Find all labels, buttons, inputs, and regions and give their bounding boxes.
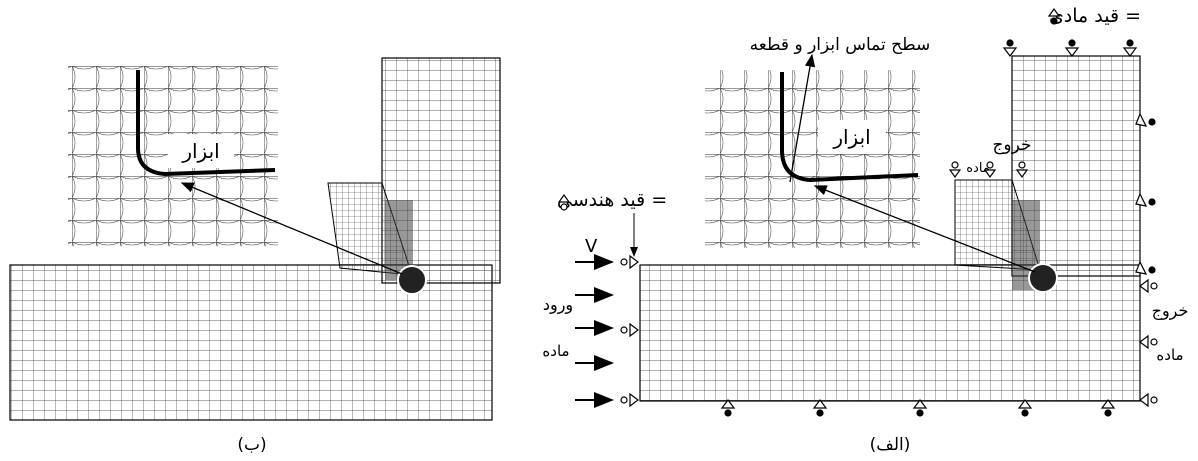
- outflow-right-label-2: ماده: [1156, 346, 1183, 364]
- figure-be: ابزار (ب): [9, 57, 501, 455]
- caption-be: (ب): [237, 435, 266, 455]
- inflow-label-1: ورود: [543, 295, 573, 315]
- zoom-inset: [705, 70, 920, 248]
- caption-alef: (الف): [870, 435, 911, 455]
- inset-pointer: [813, 185, 1036, 273]
- inflow-arrows: [575, 254, 614, 408]
- outflow-top-label-1: خروج: [992, 135, 1031, 155]
- outflow-top-label-2: ماده: [966, 161, 990, 176]
- tool-edge-be: [136, 70, 276, 177]
- constraint-symbols: [557, 7, 1158, 417]
- contact-surface-label: سطح تماس ابزار و قطعه: [750, 35, 931, 55]
- contact-zone-circle: [1028, 263, 1058, 293]
- outflow-right-label-1: خروج: [1152, 301, 1189, 321]
- contact-pointer: [789, 53, 816, 183]
- geometric-constraint-label: قید هندسی =: [557, 189, 667, 211]
- velocity-label: V: [585, 236, 598, 257]
- contact-zone-circle-be: [397, 265, 427, 295]
- material-constraint-label: قید مادی =: [1049, 5, 1141, 27]
- tool-label-alef: ابزار: [832, 125, 870, 149]
- figure-alef: ابزار قید مادی = سطح تماس ابزار و قطعه ق…: [542, 5, 1188, 455]
- workpiece-mesh: [639, 264, 1141, 402]
- inset-pointer-be: [180, 182, 403, 275]
- tool-edge: [780, 72, 919, 183]
- inflow-label-2: ماده: [542, 342, 569, 360]
- tool-label-be: ابزار: [181, 139, 219, 163]
